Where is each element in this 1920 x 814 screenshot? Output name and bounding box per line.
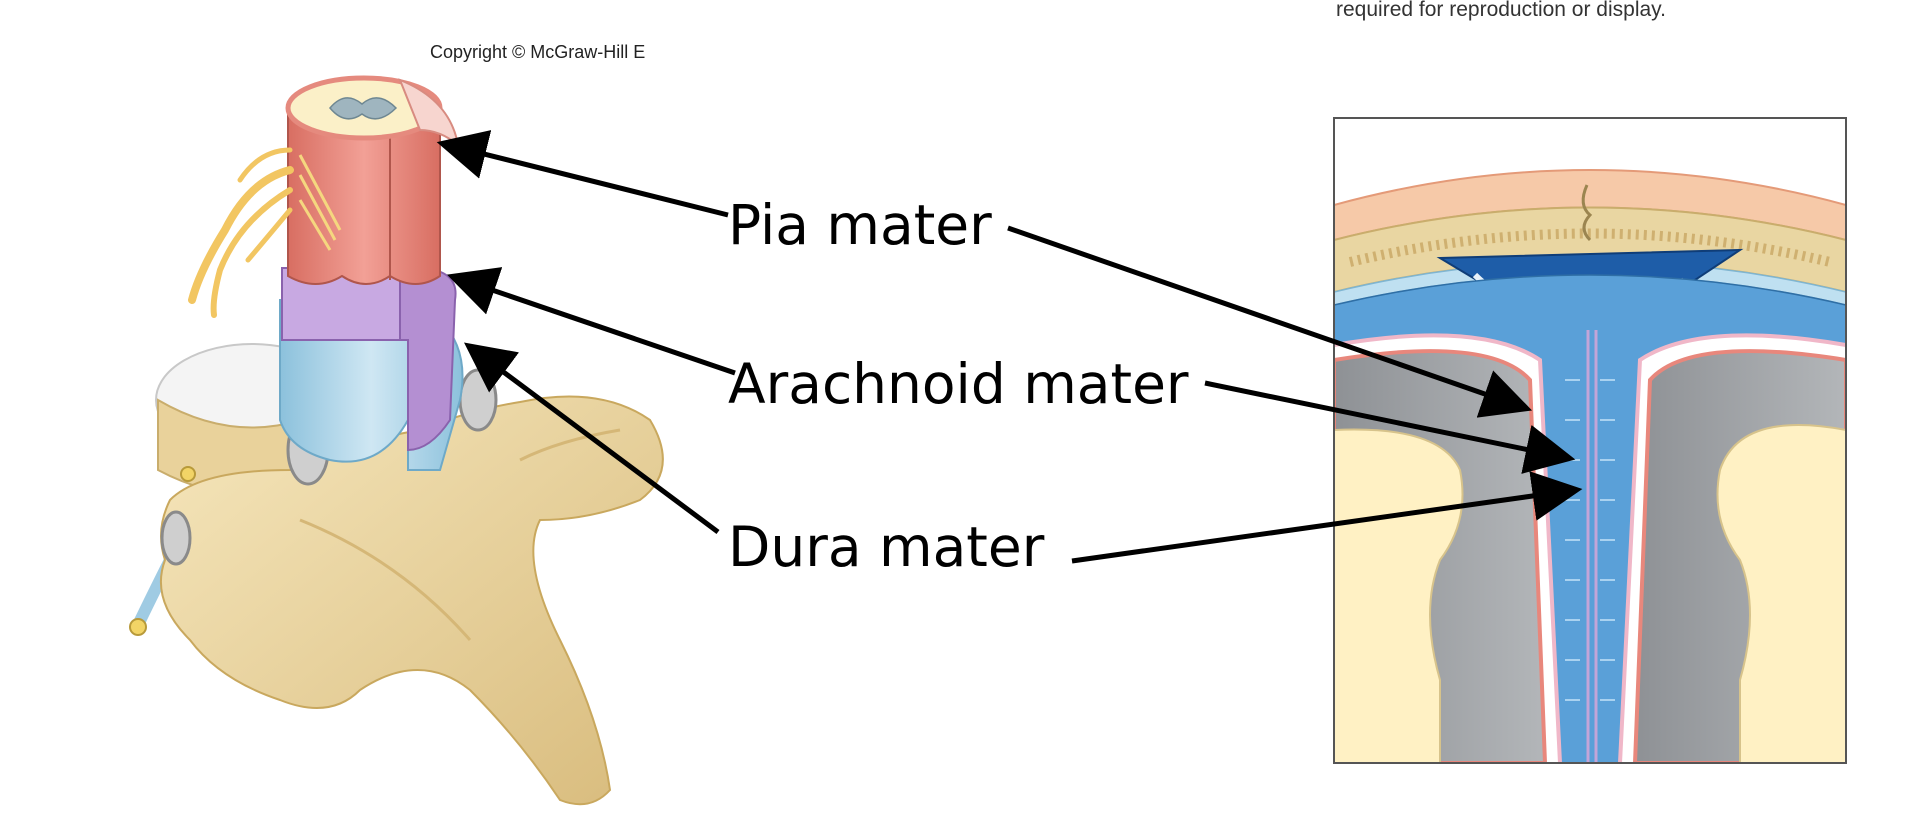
- permission-note: required for reproduction or display.: [1336, 0, 1666, 22]
- arachnoid-mater-label: Arachnoid mater: [728, 357, 1189, 412]
- foramen: [460, 370, 496, 430]
- brain-meninges-illustration: [1334, 118, 1846, 763]
- pia-mater-label: Pia mater: [728, 198, 992, 253]
- dura-mater-label: Dura mater: [728, 520, 1044, 575]
- arrow-icon: [454, 277, 735, 373]
- copyright-note: Copyright © McGraw-Hill E: [430, 42, 678, 63]
- spinal-cord-illustration: [130, 78, 663, 804]
- arrow-icon: [444, 144, 728, 215]
